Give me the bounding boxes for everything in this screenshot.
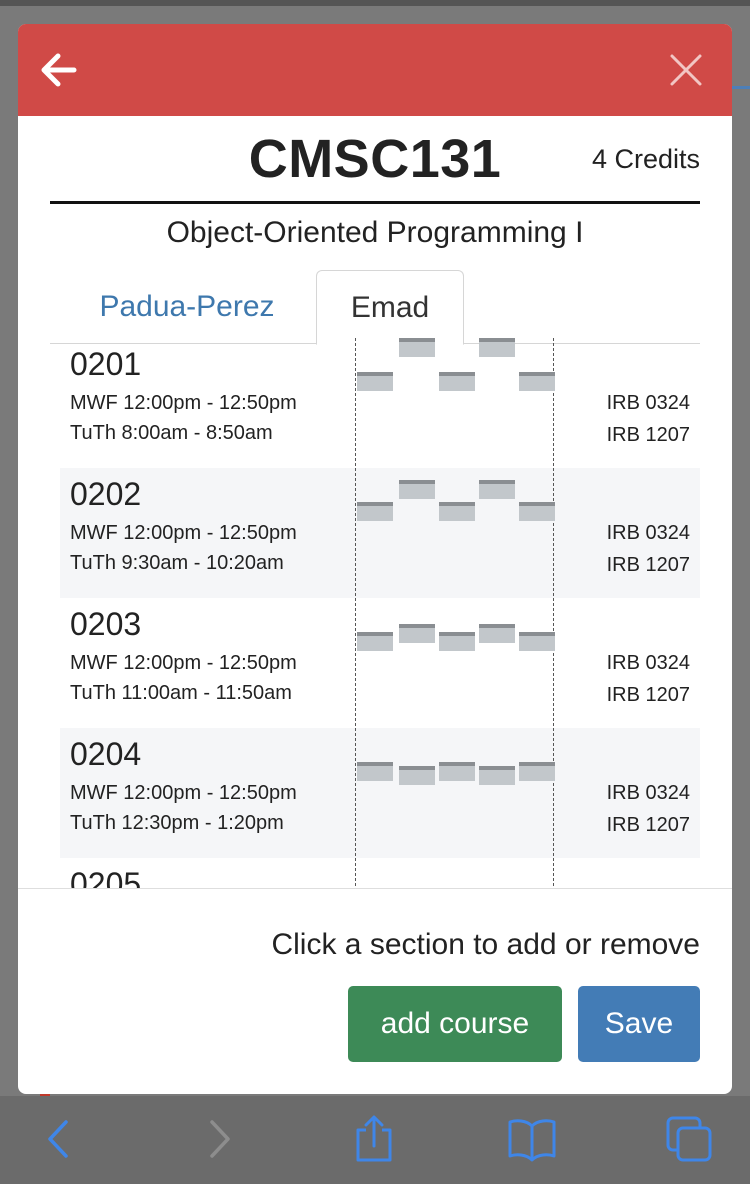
schedule-block-tue <box>399 624 435 643</box>
schedule-block-fri <box>519 632 555 651</box>
section-room-1: IRB 0324 <box>606 522 690 544</box>
section-number: 0205 <box>70 866 142 888</box>
schedule-block-thu <box>479 624 515 643</box>
course-name: Object-Oriented Programming I <box>166 216 584 249</box>
schedule-block-mon <box>357 502 393 521</box>
section-room-2: IRB 1207 <box>606 814 690 836</box>
schedule-block-mon <box>357 632 393 651</box>
schedule-block-fri <box>519 372 555 391</box>
course-modal: CMSC131 4 Credits Object-Oriented Progra… <box>18 24 732 1094</box>
section-number: 0202 <box>70 476 142 512</box>
section-time-tuth: TuTh 8:00am - 8:50am <box>70 422 273 444</box>
schedule-block-mon <box>357 762 393 781</box>
footer-hint: Click a section to add or remove <box>271 928 700 961</box>
course-code: CMSC131 <box>248 129 502 189</box>
section-room-2: IRB 1207 <box>606 554 690 576</box>
schedule-block-tue <box>399 766 435 785</box>
section-number: 0203 <box>70 606 142 642</box>
section-time-tuth: TuTh 9:30am - 10:20am <box>70 552 284 574</box>
section-row[interactable]: 0205 <box>60 858 700 888</box>
schedule-block-thu <box>479 480 515 499</box>
schedule-divider-left <box>355 338 356 886</box>
schedule-block-mon <box>357 372 393 391</box>
page-backdrop-bar <box>0 0 750 6</box>
schedule-divider-right <box>553 338 554 886</box>
section-number: 0201 <box>70 346 142 382</box>
page-backdrop-accent <box>732 86 750 89</box>
arrow-left-icon[interactable] <box>40 52 80 88</box>
section-room-1: IRB 0324 <box>606 652 690 674</box>
course-title-row: CMSC131 4 Credits <box>50 116 700 204</box>
footer-divider <box>18 888 732 889</box>
section-time-tuth: TuTh 11:00am - 11:50am <box>70 682 292 704</box>
section-row[interactable]: 0202 MWF 12:00pm - 12:50pm TuTh 9:30am -… <box>60 468 700 598</box>
section-time-mwf: MWF 12:00pm - 12:50pm <box>70 652 297 674</box>
share-icon[interactable] <box>348 1114 400 1164</box>
section-row[interactable]: 0201 MWF 12:00pm - 12:50pm TuTh 8:00am -… <box>60 338 700 468</box>
section-row[interactable]: 0203 MWF 12:00pm - 12:50pm TuTh 11:00am … <box>60 598 700 728</box>
section-time-tuth: TuTh 12:30pm - 1:20pm <box>70 812 284 834</box>
section-time-mwf: MWF 12:00pm - 12:50pm <box>70 522 297 544</box>
close-icon[interactable] <box>666 50 706 90</box>
schedule-block-thu <box>479 338 515 357</box>
schedule-block-wed <box>439 372 475 391</box>
schedule-block-tue <box>399 338 435 357</box>
schedule-block-wed <box>439 502 475 521</box>
instructor-tabs: Padua-Perez Emad <box>50 260 700 345</box>
page-backdrop-marker <box>40 1092 50 1098</box>
section-room-2: IRB 1207 <box>606 684 690 706</box>
schedule-block-thu <box>479 766 515 785</box>
schedule-block-wed <box>439 632 475 651</box>
schedule-block-fri <box>519 502 555 521</box>
schedule-block-wed <box>439 762 475 781</box>
section-room-1: IRB 0324 <box>606 392 690 414</box>
tabs-icon[interactable] <box>664 1114 716 1164</box>
chevron-left-icon[interactable] <box>34 1114 86 1164</box>
browser-toolbar <box>0 1096 750 1184</box>
section-time-mwf: MWF 12:00pm - 12:50pm <box>70 392 297 414</box>
chevron-right-icon[interactable] <box>192 1114 244 1164</box>
section-row[interactable]: 0204 MWF 12:00pm - 12:50pm TuTh 12:30pm … <box>60 728 700 858</box>
modal-header <box>18 24 732 116</box>
credits-label: 4 Credits <box>591 144 700 174</box>
schedule-block-fri <box>519 762 555 781</box>
section-time-mwf: MWF 12:00pm - 12:50pm <box>70 782 297 804</box>
tab-emad[interactable]: Emad <box>316 270 464 345</box>
tab-padua-perez[interactable]: Padua-Perez <box>99 290 275 323</box>
section-room-1: IRB 0324 <box>606 782 690 804</box>
add-course-button[interactable]: add course <box>348 986 562 1062</box>
section-number: 0204 <box>70 736 142 772</box>
schedule-block-tue <box>399 480 435 499</box>
bookmarks-icon[interactable] <box>506 1114 558 1164</box>
section-room-2: IRB 1207 <box>606 424 690 446</box>
save-button[interactable]: Save <box>578 986 700 1062</box>
section-list[interactable]: 0201 MWF 12:00pm - 12:50pm TuTh 8:00am -… <box>60 338 700 888</box>
